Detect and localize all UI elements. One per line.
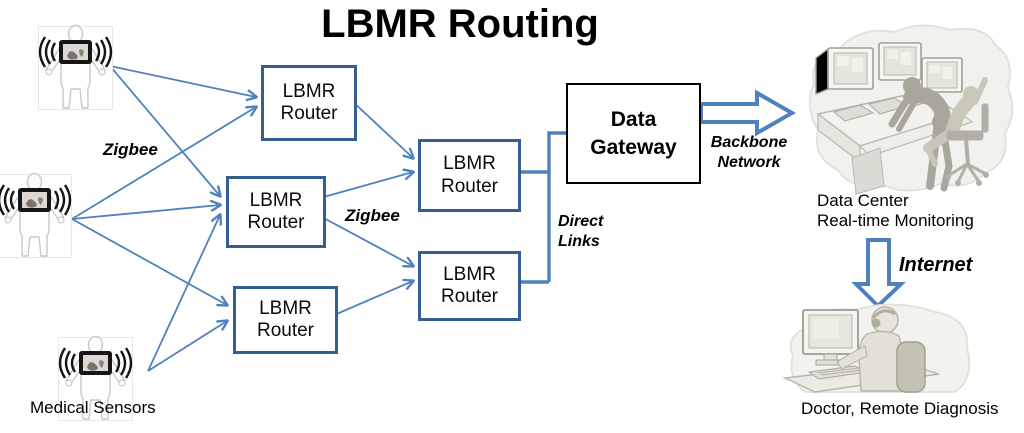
doctor-at-computer-clipart: [782, 303, 971, 393]
body-sensor-patient-1-icon: [37, 24, 114, 111]
internet-arrow: [851, 238, 906, 309]
backbone-network-arrow: [699, 89, 797, 137]
lbmr-router-box-3: LBMR Router: [233, 286, 338, 354]
router-label: LBMR Router: [440, 263, 499, 307]
data-gateway-label: Data Gateway: [590, 108, 677, 159]
lbmr-router-box-5: LBMR Router: [418, 251, 521, 321]
router-label: LBMR Router: [280, 80, 338, 124]
data-center-caption: Data Center Real-time Monitoring: [817, 191, 974, 232]
data-center-monitoring-clipart: [808, 24, 1014, 195]
data-center-caption-line2: Real-time Monitoring: [817, 211, 974, 231]
medical-sensors-caption: Medical Sensors: [30, 398, 156, 417]
router-label: LBMR Router: [256, 297, 315, 341]
direct-links-label: Direct Links: [558, 213, 604, 250]
doctor-caption: Doctor, Remote Diagnosis: [801, 399, 999, 418]
data-center-caption-line1: Data Center: [817, 191, 909, 210]
internet-label: Internet: [899, 254, 973, 276]
body-sensor-patient-2-icon: [0, 172, 73, 259]
direct-links-connector: [515, 131, 566, 284]
router-label: LBMR Router: [440, 153, 499, 197]
router-to-router-links: [319, 99, 413, 317]
lbmr-router-box-2: LBMR Router: [226, 176, 326, 248]
data-gateway-box: Data Gateway: [566, 83, 701, 184]
lbmr-router-box-1: LBMR Router: [261, 65, 357, 141]
sensor-to-router-links: [71, 65, 256, 372]
zigbee-label-left: Zigbee: [103, 140, 158, 159]
router-label: LBMR Router: [247, 189, 305, 233]
zigbee-label-mid: Zigbee: [345, 206, 400, 225]
lbmr-router-box-4: LBMR Router: [418, 139, 521, 212]
backbone-network-label: Backbone Network: [710, 134, 788, 171]
diagram-title: LBMR Routing: [321, 2, 599, 46]
